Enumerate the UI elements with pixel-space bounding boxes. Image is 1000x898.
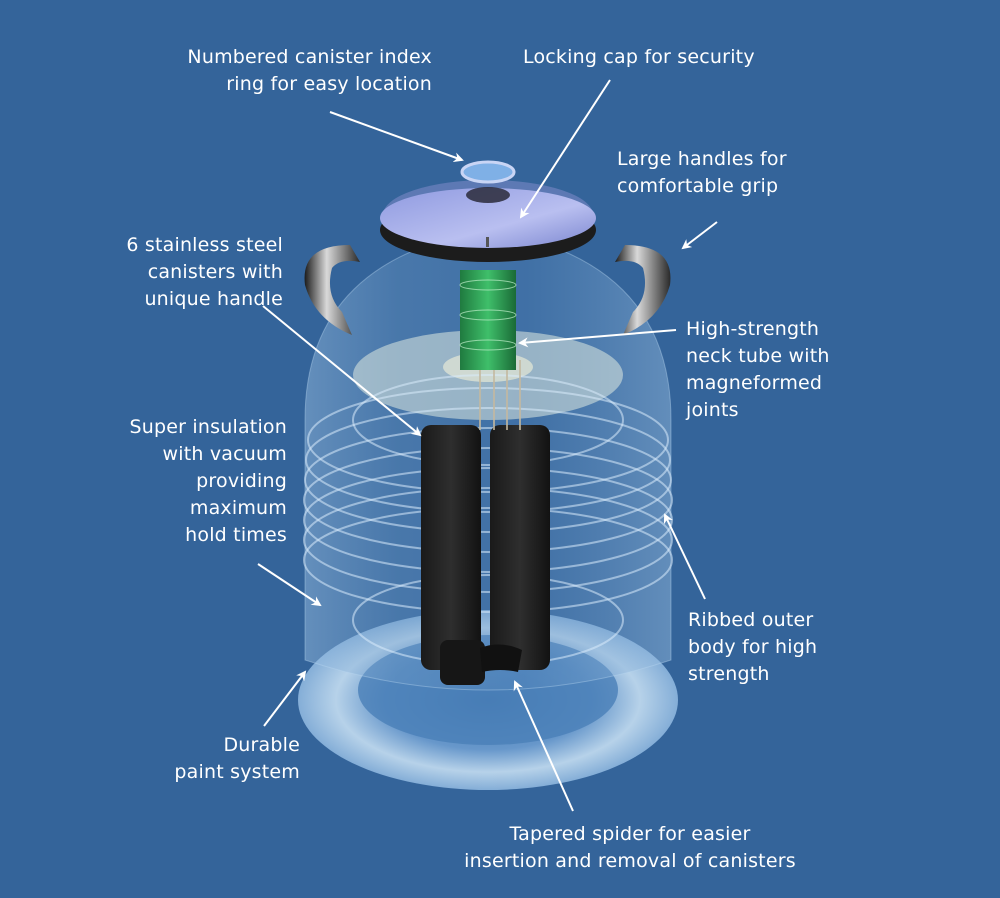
- ribs: [303, 374, 673, 666]
- handle-right: [615, 245, 671, 335]
- callout-spider: Tapered spider for easier insertion and …: [464, 823, 796, 872]
- handle-left: [304, 245, 360, 335]
- callout-ribbed-body: Ribbed outer body for high strength: [688, 609, 818, 685]
- callout-arrows: [257, 79, 718, 812]
- callout-canisters: 6 stainless steel canisters with unique …: [126, 234, 283, 310]
- callout-paint: Durable paint system: [174, 734, 300, 783]
- callout-insulation: Super insulation with vacuum providing m…: [129, 416, 287, 546]
- callout-index-ring: Numbered canister index ring for easy lo…: [187, 46, 432, 95]
- callout-neck-tube: High-strength neck tube with magneformed…: [686, 318, 830, 421]
- spider: [480, 644, 522, 672]
- callout-locking-cap: Locking cap for security: [523, 46, 755, 68]
- canister-left: [421, 425, 481, 670]
- callout-handles: Large handles for comfortable grip: [617, 148, 787, 197]
- index-ring: [460, 160, 516, 184]
- canister-right: [490, 425, 550, 670]
- cap-top: [380, 188, 596, 248]
